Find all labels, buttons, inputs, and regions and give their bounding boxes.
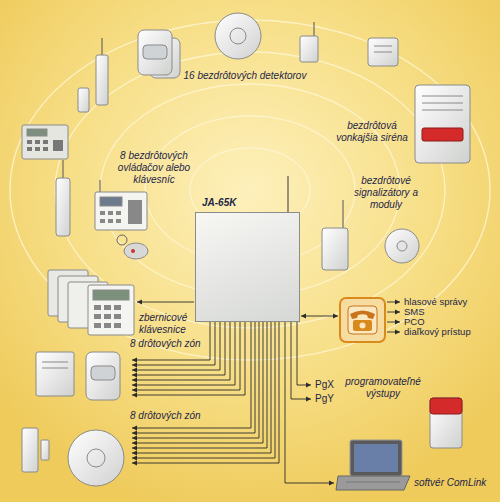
phone-frame bbox=[340, 298, 385, 342]
laptop bbox=[336, 440, 410, 490]
keypad-display bbox=[93, 290, 129, 300]
smoke-detector-center bbox=[230, 28, 246, 44]
siren-body bbox=[430, 398, 462, 448]
phone-panel bbox=[348, 306, 377, 334]
vent-line bbox=[422, 110, 463, 111]
range-rings bbox=[10, 20, 490, 360]
module bbox=[322, 228, 348, 270]
output-arrow bbox=[387, 332, 400, 333]
antenna bbox=[102, 38, 103, 55]
glass-break-detector bbox=[368, 38, 398, 66]
door-contact bbox=[96, 55, 108, 105]
zone-caption: 8 drôtových zón bbox=[130, 338, 201, 350]
phone-handset bbox=[350, 311, 375, 320]
siren-lamp bbox=[430, 398, 462, 414]
output-arrow bbox=[387, 322, 400, 323]
pc-wire bbox=[285, 322, 334, 483]
keypad-keys bbox=[27, 140, 63, 151]
group-caption: bezdrôtová vonkajšia siréna bbox=[328, 120, 416, 144]
software-caption: softvér ComLink bbox=[414, 477, 486, 489]
key-ring bbox=[117, 235, 127, 245]
output-label: diaľkový prístup bbox=[404, 327, 471, 337]
wires bbox=[132, 302, 400, 483]
laptop-base bbox=[336, 476, 410, 490]
siren-center bbox=[397, 241, 407, 251]
smoke-detector-center bbox=[87, 449, 105, 467]
phone-base bbox=[353, 320, 372, 331]
output-arrow bbox=[387, 302, 400, 303]
keypad-display bbox=[100, 197, 122, 206]
output-name: PgX bbox=[315, 379, 334, 391]
antenna bbox=[343, 200, 344, 228]
group-caption: 8 bezdrôtových ovládačov alebo klávesníc bbox=[112, 150, 196, 186]
vent-line bbox=[42, 362, 68, 363]
panel-label: JA-65K bbox=[202, 197, 236, 208]
group-caption: zbernicové klávesnice bbox=[139, 312, 195, 336]
outdoor-siren bbox=[415, 85, 470, 163]
key-fob bbox=[124, 243, 148, 259]
smoke-detector bbox=[68, 430, 124, 486]
antenna bbox=[287, 176, 288, 212]
laptop-display bbox=[354, 444, 398, 472]
detector bbox=[36, 352, 74, 396]
siren-lamp bbox=[422, 128, 463, 141]
keypad-keys bbox=[100, 200, 142, 224]
fob-button bbox=[131, 249, 135, 253]
bus-wire bbox=[137, 302, 194, 303]
pir-lens bbox=[91, 366, 115, 380]
keypad-display bbox=[27, 129, 47, 136]
vent-line bbox=[374, 46, 392, 47]
keypad-keys bbox=[94, 305, 121, 328]
wireless-detectors bbox=[138, 13, 398, 78]
group-caption: bezdrôtové signalizátory a moduly bbox=[352, 175, 420, 211]
output-name: PgY bbox=[315, 393, 334, 405]
vent-line bbox=[422, 103, 463, 104]
wired-siren bbox=[430, 398, 462, 448]
magnet bbox=[78, 88, 89, 112]
zone-caption: 8 drôtových zón bbox=[130, 410, 201, 422]
output-label: hlasové správy bbox=[404, 297, 467, 307]
detector bbox=[300, 36, 318, 62]
smoke-detector bbox=[215, 13, 261, 59]
pir-lens bbox=[143, 45, 167, 59]
phone-communicator bbox=[340, 298, 385, 342]
remote-module bbox=[56, 178, 70, 236]
output-wire bbox=[291, 322, 311, 399]
range-ring bbox=[10, 20, 490, 360]
laptop-screen bbox=[350, 440, 402, 476]
pir-detector bbox=[138, 30, 172, 75]
magnet bbox=[41, 440, 49, 460]
keypad bbox=[88, 285, 134, 335]
group-caption: 16 bezdrôtových detektorov bbox=[170, 70, 320, 82]
keypad bbox=[22, 125, 68, 159]
output-label: PCO bbox=[404, 317, 425, 327]
phone-dial bbox=[360, 323, 366, 329]
wireless-keypad bbox=[95, 192, 147, 230]
wireless-modules bbox=[322, 200, 419, 270]
control-panel: JA-65K bbox=[195, 212, 300, 322]
antenna bbox=[100, 180, 101, 192]
vent-line bbox=[422, 96, 463, 97]
door-contact bbox=[22, 428, 38, 472]
siren-body bbox=[415, 85, 470, 163]
output-wire bbox=[297, 322, 311, 385]
bus-keypads bbox=[48, 270, 134, 335]
pir-detector bbox=[86, 352, 120, 400]
antenna bbox=[63, 160, 64, 178]
vent-line bbox=[42, 368, 68, 369]
output-arrow bbox=[387, 312, 400, 313]
wireless-controllers bbox=[22, 38, 148, 259]
group-caption: programovateľné výstupy bbox=[342, 376, 424, 400]
antenna bbox=[314, 22, 315, 36]
wired-detectors bbox=[22, 352, 124, 486]
vent-line bbox=[374, 52, 392, 53]
phone-wire bbox=[301, 316, 338, 317]
output-label: SMS bbox=[404, 307, 425, 317]
indoor-siren bbox=[385, 229, 419, 263]
laptop-keys bbox=[346, 482, 400, 483]
